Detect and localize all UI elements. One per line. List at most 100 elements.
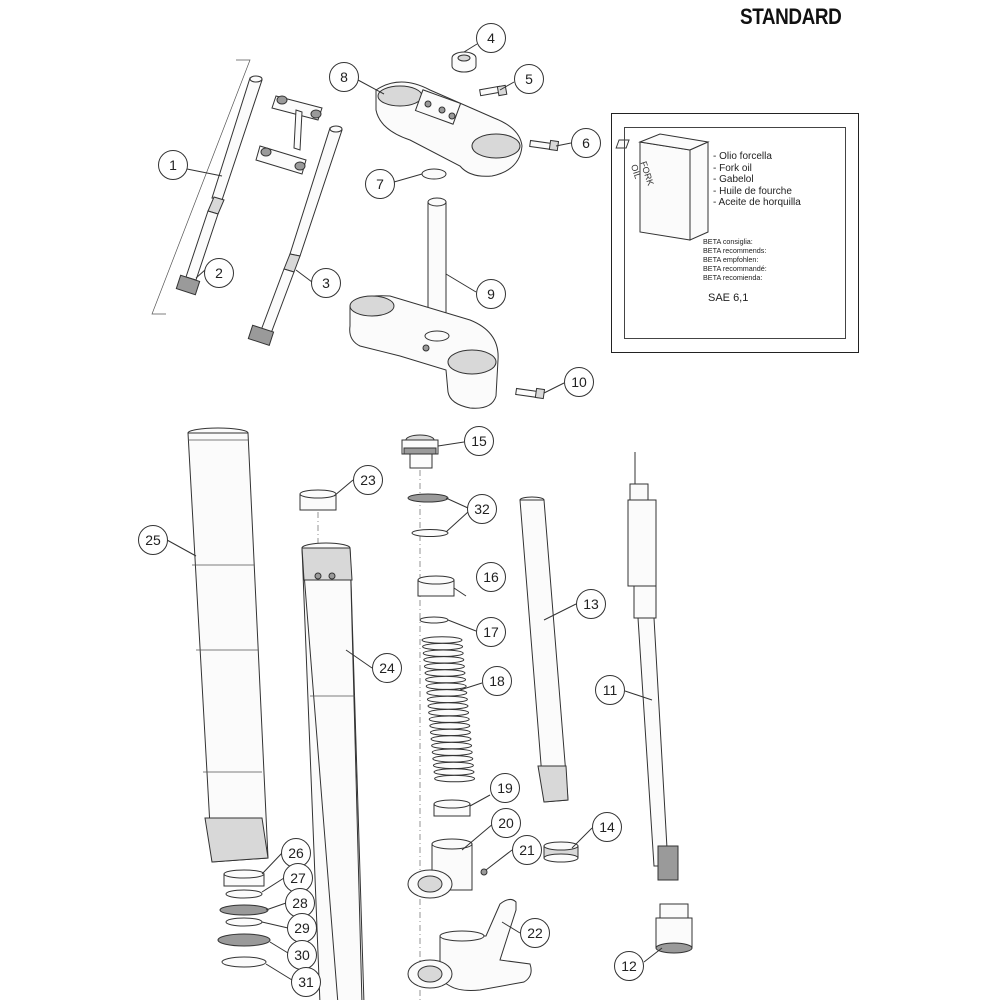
wiper-ring (543, 841, 579, 863)
lower-triple-clamp-stem (349, 197, 499, 409)
fork-oil-name: - Olio forcella (713, 151, 772, 162)
callout-32: 32 (467, 494, 497, 524)
fork-leg-left-assembly (175, 75, 263, 296)
axle-clamp-foot (407, 838, 473, 899)
spring-spacer (417, 575, 455, 597)
callout-2: 2 (204, 258, 234, 288)
fork-foot-caliper-mount (407, 898, 532, 991)
spring-coil (428, 715, 470, 723)
fork-oil-name: - Aceite de horquilla (713, 197, 801, 208)
spring-coil (426, 695, 468, 704)
fork-oil-name: - Huile de fourche (713, 185, 792, 197)
washer-upper (407, 493, 449, 503)
callout-21: 21 (512, 835, 542, 865)
callout-23: 23 (353, 465, 383, 495)
spring-coil (424, 669, 466, 677)
spring-coil (422, 642, 464, 651)
callout-8: 8 (329, 62, 359, 92)
assembly-bracket (151, 59, 251, 315)
fork-oil-info-box (611, 113, 859, 353)
beta-recommends-line: BETA empfohlen: (703, 255, 759, 264)
spring-coil (426, 689, 468, 697)
washer-lower (411, 529, 449, 537)
callout-5: 5 (514, 64, 544, 94)
bleed-screw (480, 868, 488, 876)
fork-spring (421, 636, 476, 783)
callout-3: 3 (311, 268, 341, 298)
info-box-inner-frame (624, 127, 846, 339)
spring-coil (425, 675, 467, 684)
spring-coil (428, 708, 470, 717)
spring-coil (423, 656, 465, 664)
callout-25: 25 (138, 525, 168, 555)
spring-coil (432, 755, 474, 763)
beta-recommends-line: BETA recommends: (703, 246, 767, 255)
oil-grade: SAE 6,1 (708, 292, 749, 304)
page-title: STANDARD (740, 4, 842, 29)
callout-14: 14 (592, 812, 622, 842)
callout-12: 12 (614, 951, 644, 981)
spring-coil (427, 702, 469, 710)
callout-26: 26 (281, 838, 311, 868)
beta-recommends-list: BETA consiglia:BETA recommends:BETA empf… (703, 237, 767, 282)
beta-recommends-line: BETA recommandé: (703, 264, 767, 273)
guide-bushing-top (299, 489, 337, 511)
clamp-bolt-side (529, 139, 560, 152)
spring-coil (433, 768, 475, 776)
callout-4: 4 (476, 23, 506, 53)
spring-coil (430, 735, 472, 743)
callout-29: 29 (287, 913, 317, 943)
callout-1: 1 (158, 150, 188, 180)
spring-coil (421, 636, 463, 644)
fork-oil-name: - Fork oil (713, 162, 752, 174)
spring-coil (425, 682, 467, 690)
oil-can-icon (615, 133, 710, 241)
base-valve (655, 903, 693, 954)
guide-bushing-bottom (433, 799, 471, 817)
callout-31: 31 (291, 967, 321, 997)
cartridge-tube (519, 496, 569, 803)
beta-recommends-line: BETA recomienda: (703, 273, 763, 282)
fork-oil-names-list: - Olio forcella- Fork oil- Gabelol- Huil… (713, 151, 801, 209)
callout-22: 22 (520, 918, 550, 948)
callout-7: 7 (365, 169, 395, 199)
callout-19: 19 (490, 773, 520, 803)
fork-assembly-group (151, 59, 343, 346)
spring-coil (432, 761, 474, 770)
beta-recommends-line: BETA consiglia: (703, 237, 753, 246)
fork-top-cap (401, 434, 439, 469)
spring-coil (423, 662, 465, 671)
callout-10: 10 (564, 367, 594, 397)
lower-clamp-bolt (515, 387, 546, 400)
seal-kit-stack (217, 869, 271, 968)
spring-coil (429, 722, 471, 730)
steering-cap-nut (451, 51, 477, 73)
fork-oil-name: - Gabelol (713, 174, 754, 185)
spring-coil (434, 774, 476, 783)
o-ring (421, 168, 447, 180)
spring-coil (431, 748, 473, 756)
spring-seat-ring (419, 616, 449, 624)
callout-24: 24 (372, 653, 402, 683)
callout-15: 15 (464, 426, 494, 456)
damper-rod-assembly (627, 452, 679, 881)
clamp-bolt-top (479, 84, 508, 97)
mini-triple-clamp (255, 95, 323, 175)
callout-6: 6 (571, 128, 601, 158)
fork-leg-right-assembly (247, 125, 343, 346)
callout-20: 20 (491, 808, 521, 838)
callout-17: 17 (476, 617, 506, 647)
spring-coil (422, 649, 464, 657)
leader-lines (166, 43, 663, 981)
spring-coil (431, 741, 473, 750)
upper-triple-clamp (375, 81, 523, 177)
callout-13: 13 (576, 589, 606, 619)
inner-tube (301, 542, 365, 1000)
callout-18: 18 (482, 666, 512, 696)
callout-11: 11 (595, 675, 625, 705)
callout-9: 9 (476, 279, 506, 309)
spring-coil (429, 728, 471, 737)
callout-16: 16 (476, 562, 506, 592)
